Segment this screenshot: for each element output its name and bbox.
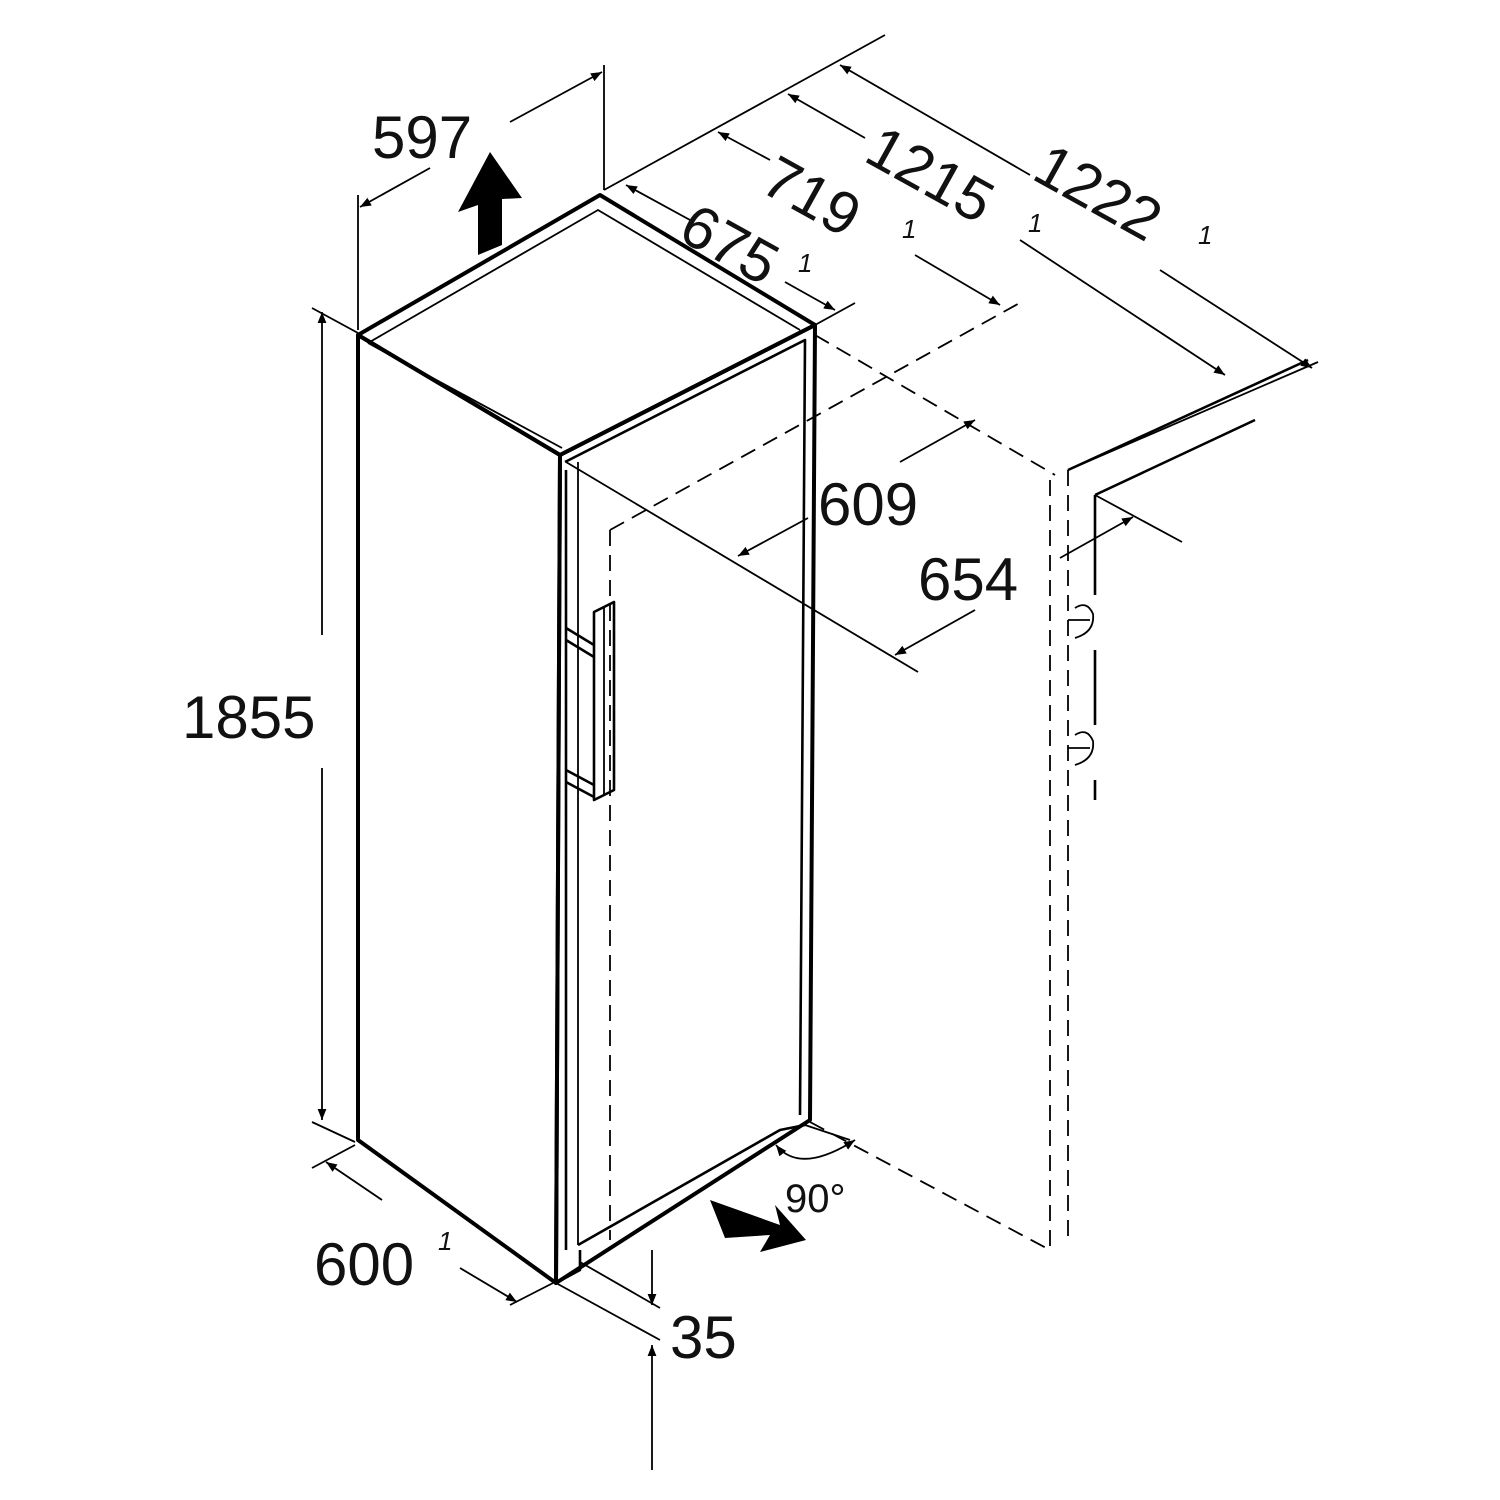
plinth-line bbox=[577, 1123, 806, 1247]
dim-1215-footnote: 1 bbox=[1028, 208, 1042, 238]
up-arrow-icon bbox=[458, 152, 522, 255]
niche-outline bbox=[609, 299, 1309, 1251]
dim-654-label: 654 bbox=[918, 546, 1018, 613]
wall-hinge-icons bbox=[1068, 604, 1095, 766]
side-face bbox=[356, 333, 562, 1285]
dim-1222-label: 1222 bbox=[1024, 131, 1173, 254]
dim-600-footnote: 1 bbox=[438, 1226, 452, 1256]
dim-675-footnote: 1 bbox=[798, 248, 812, 278]
dim-35-label: 35 bbox=[670, 1304, 737, 1371]
dimension-lines bbox=[311, 34, 1319, 1470]
appliance-body bbox=[356, 193, 817, 1285]
dim-1222-footnote: 1 bbox=[1198, 220, 1212, 250]
plinth-corner bbox=[555, 1250, 582, 1285]
diagonal-arrow-icon bbox=[710, 1200, 806, 1252]
door-angle-label: 90° bbox=[785, 1177, 846, 1221]
dim-719-footnote: 1 bbox=[902, 214, 916, 244]
handle-bar bbox=[592, 600, 616, 802]
door-face bbox=[554, 323, 817, 1285]
door-edge bbox=[564, 338, 807, 1116]
hinge-icon bbox=[1074, 731, 1095, 766]
dim-597-label: 597 bbox=[372, 104, 472, 171]
dim-609-label: 609 bbox=[818, 471, 918, 538]
dim-600-label: 600 bbox=[314, 1231, 414, 1298]
dim-1215-label: 1215 bbox=[856, 113, 1005, 236]
top-rim bbox=[367, 208, 801, 344]
dim-1855-label: 1855 bbox=[182, 684, 315, 751]
door-angle-indicator bbox=[775, 1124, 856, 1160]
door-handle bbox=[565, 600, 616, 802]
hinge-icon bbox=[1074, 604, 1095, 639]
